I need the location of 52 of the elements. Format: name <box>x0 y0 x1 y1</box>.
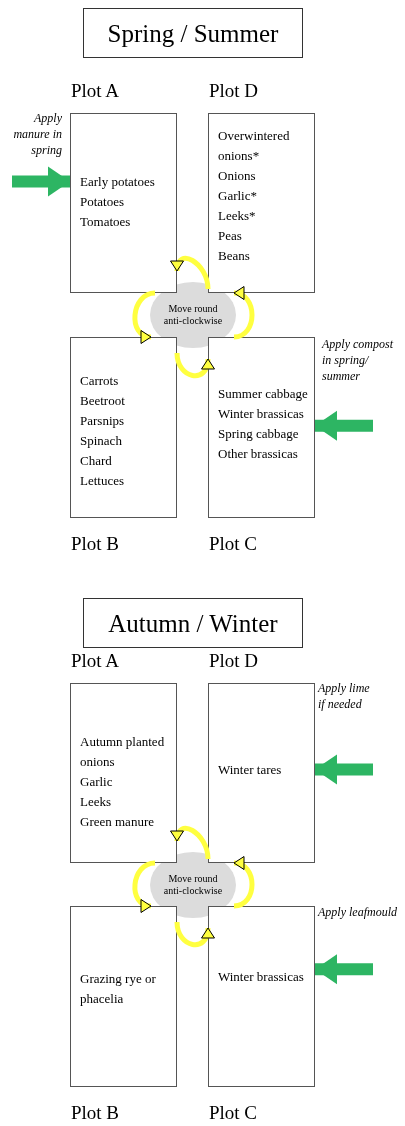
input-arrow <box>315 410 373 441</box>
crop-name: Beetroot <box>80 392 126 410</box>
crop-name: Chard <box>80 452 113 470</box>
plot-heading: Plot B <box>71 1102 120 1124</box>
rotation-arrow <box>233 287 255 340</box>
rotation-note: Move round anti-clockwise <box>162 303 224 327</box>
plot-heading: Plot C <box>209 533 258 555</box>
crop-name: Onions <box>218 167 257 185</box>
crop-name: Spring cabbage <box>218 425 300 443</box>
crop-name: Leeks* <box>218 207 257 225</box>
plot-heading: Plot A <box>71 80 120 102</box>
plot-heading: Plot A <box>71 650 120 672</box>
crop-name: Garlic <box>80 773 114 791</box>
crop-name: Winter tares <box>218 761 283 779</box>
instruction-note: Apply manure in spring <box>12 110 62 158</box>
rotation-arrow <box>233 857 255 909</box>
crop-name: Autumn planted onions <box>80 733 166 771</box>
instruction-note: Apply leafmould <box>318 904 398 920</box>
rotation-note: Move round anti-clockwise <box>162 873 224 897</box>
crop-name: Winter brassicas <box>218 405 305 423</box>
crop-name: Spinach <box>80 432 123 450</box>
rotation-arrow <box>132 860 156 912</box>
input-arrow <box>315 754 373 785</box>
rotation-arrow <box>132 290 156 343</box>
crop-name: Grazing rye or phacelia <box>80 970 157 1008</box>
plot-heading: Plot D <box>209 650 259 672</box>
crop-name: Beans <box>218 247 251 265</box>
crop-name: Potatoes <box>80 193 126 211</box>
section-title: Autumn / Winter <box>83 598 303 648</box>
rotation-arrow <box>174 352 214 379</box>
input-arrow <box>12 166 70 197</box>
crop-name: Parsnips <box>80 412 126 430</box>
crop-name: Leeks <box>80 793 113 811</box>
crop-name: Green manure <box>80 813 155 831</box>
crop-name: Lettuces <box>80 472 126 490</box>
crop-name: Tomatoes <box>80 213 132 231</box>
crop-name: Peas <box>218 227 243 245</box>
crop-name: Summer cabbage <box>218 385 309 403</box>
plot-heading: Plot D <box>209 80 259 102</box>
crop-name: Other brassicas <box>218 445 299 463</box>
instruction-note: Apply lime if needed <box>318 680 371 712</box>
instruction-note: Apply compost in spring/ summer <box>322 336 394 384</box>
crop-name: Carrots <box>80 372 120 390</box>
crop-name: Winter brassicas <box>218 968 305 986</box>
plot-heading: Plot B <box>71 533 120 555</box>
crop-name: Garlic* <box>218 187 258 205</box>
crop-name: Early potatoes <box>80 173 156 191</box>
crop-name: Overwintered onions* <box>218 127 291 165</box>
input-arrow <box>315 954 373 985</box>
section-title: Spring / Summer <box>83 8 303 58</box>
plot-heading: Plot C <box>209 1102 258 1124</box>
rotation-arrow <box>174 921 214 948</box>
